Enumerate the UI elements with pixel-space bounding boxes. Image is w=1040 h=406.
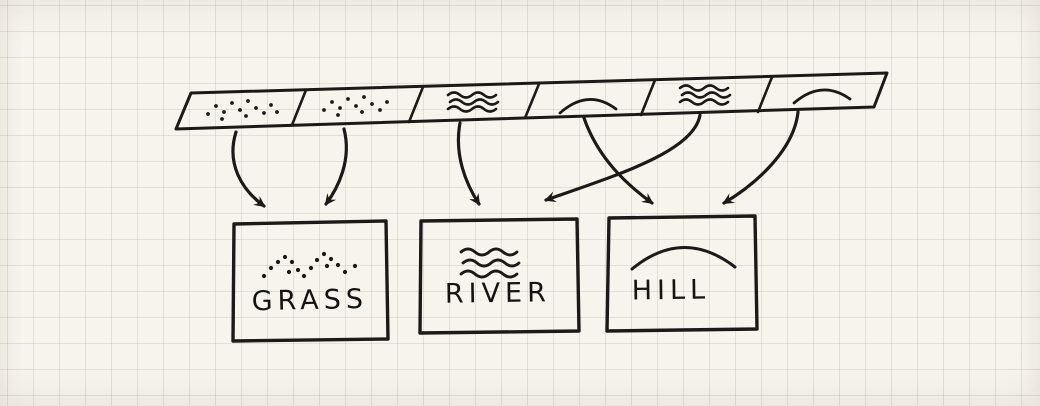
river-label: RIVER — [445, 277, 551, 309]
arrow-cell1-to-grass — [231, 130, 266, 208]
grass-label: GRASS — [251, 284, 368, 317]
grass-box-outline — [231, 219, 390, 343]
river-waves-icon — [459, 247, 521, 279]
hill-box-outline — [605, 214, 759, 333]
arrow-cell2-to-grass — [324, 127, 348, 206]
tile-cell-5-waves-icon — [678, 84, 732, 106]
arrow-cell6-to-hill — [722, 110, 800, 205]
tile-strip — [174, 71, 889, 131]
tile-cell-3-waves-icon — [446, 91, 500, 113]
tile-divider-4 — [639, 78, 657, 117]
arrow-cell3-to-river — [456, 121, 481, 206]
river-box-outline — [418, 217, 581, 335]
tile-divider-1 — [290, 88, 308, 127]
arrow-cell4-to-hill — [582, 116, 654, 205]
hill-arc-icon — [630, 246, 737, 271]
connection-arrows — [231, 110, 800, 208]
hill-label: HILL — [631, 274, 710, 306]
tile-divider-3 — [523, 82, 541, 120]
tile-cell-1-dots-icon — [206, 99, 279, 121]
river-box: RIVER — [418, 217, 581, 335]
grass-dots-icon — [261, 251, 358, 279]
tile-divider-5 — [756, 75, 774, 114]
tile-divider-2 — [407, 85, 425, 124]
tile-cell-4-arc-icon — [558, 98, 618, 115]
hill-box: HILL — [605, 214, 759, 333]
grass-box: GRASS — [231, 219, 390, 343]
tile-cell-2-dots-icon — [322, 95, 389, 117]
tile-cell-6-arc-icon — [792, 88, 852, 105]
arrow-cell5-to-river — [544, 113, 702, 203]
